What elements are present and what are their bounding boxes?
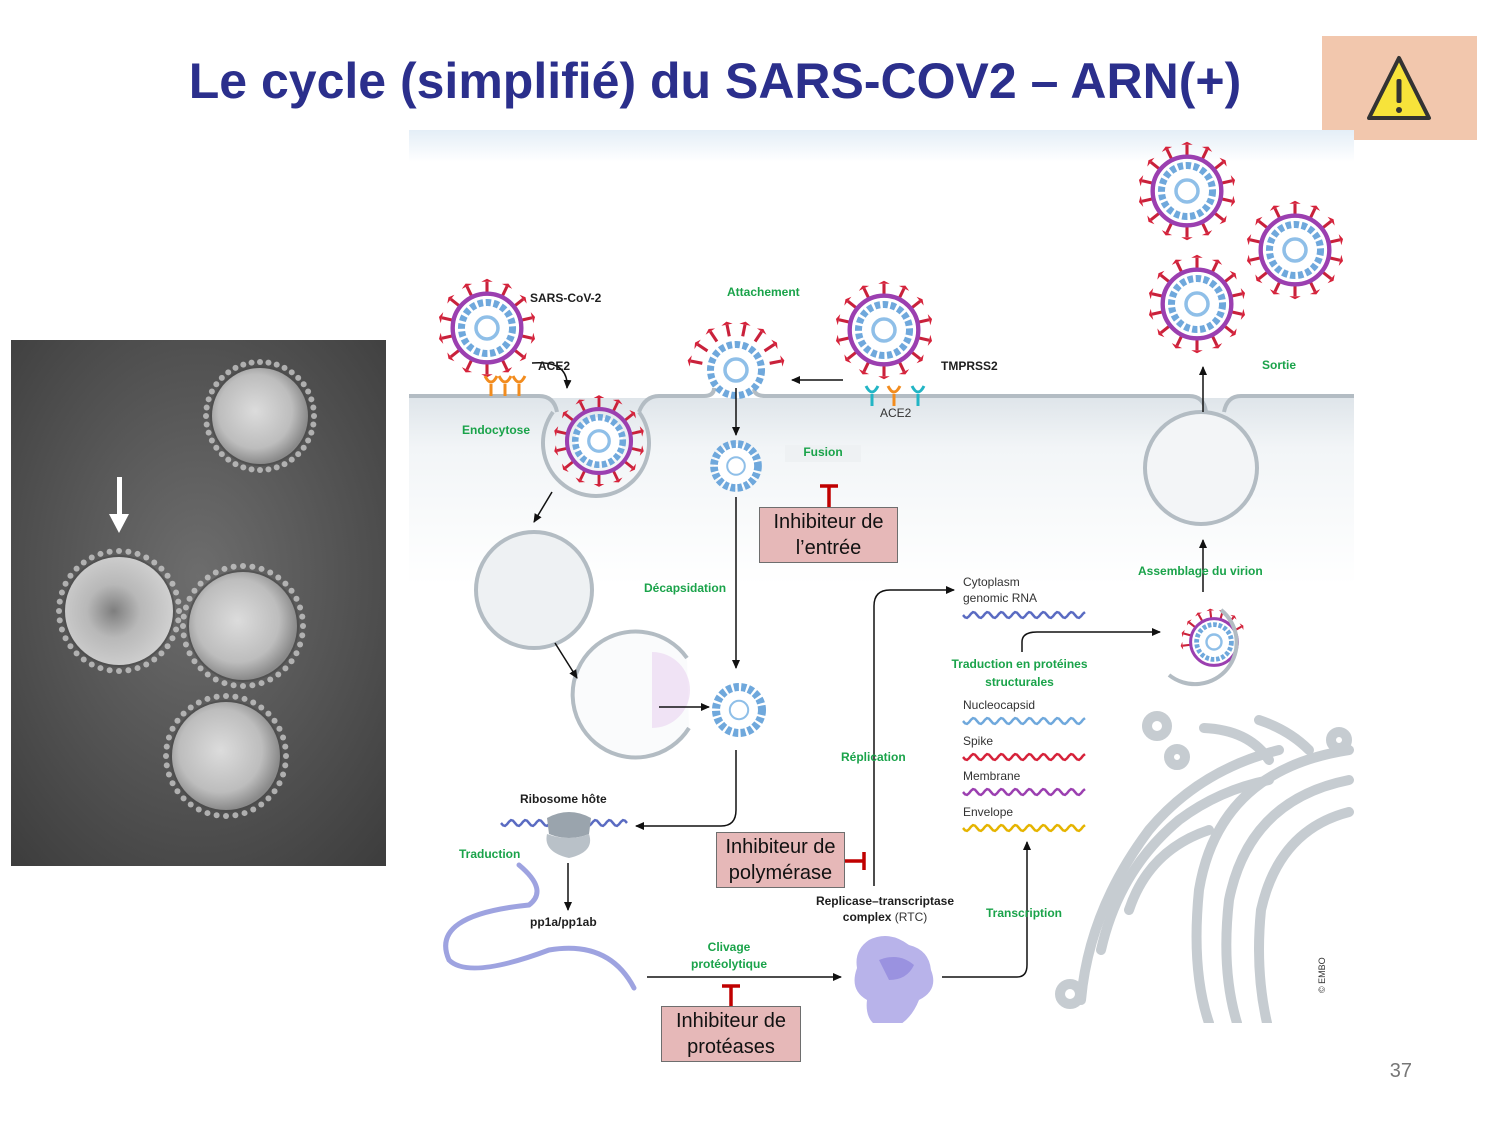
receptor-icon <box>511 375 527 396</box>
nucleocapsid-icon <box>710 440 762 492</box>
warning-triangle-icon <box>1367 56 1431 120</box>
attachement-label: Attachement <box>727 285 800 299</box>
membrane-label: Membrane <box>963 769 1021 783</box>
pp1a-label: pp1a/pp1ab <box>530 915 597 929</box>
embo-credit: © EMBO <box>1317 957 1327 993</box>
micrograph-virion <box>203 359 317 473</box>
rtc-complex-shape <box>854 936 934 1023</box>
spike-label: Spike <box>963 734 994 748</box>
receptor-icon <box>864 385 880 406</box>
sars-cov-2-label: SARS-CoV-2 <box>530 291 602 305</box>
receptor-icon <box>497 375 513 396</box>
white-arrow-icon <box>109 477 129 533</box>
page-title: Le cycle (simplifié) du SARS-COV2 – ARN(… <box>188 53 1242 109</box>
inhibitor-entree-line-1: Inhibiteur de <box>773 511 884 533</box>
sortie-label: Sortie <box>1262 358 1297 372</box>
rtc-abbr: (RTC) <box>891 910 928 924</box>
nucleocapsid-label: Nucleocapsid <box>963 698 1036 712</box>
inhibitor-entree-box: Inhibiteur de l’entrée <box>759 507 898 563</box>
micrograph-virion <box>180 563 306 689</box>
ace2-left-label: ACE2 <box>538 359 571 373</box>
micrograph-virion <box>56 548 182 674</box>
virus-particle-icon <box>1138 141 1236 241</box>
warning-box <box>1322 36 1477 140</box>
viral-cycle-diagram: SARS-CoV-2 ACE2 TMPRSS2 ACE2 Attachement… <box>409 130 1354 1023</box>
virus-particle-icon <box>1148 254 1246 354</box>
rtc-label-1: Replicase–transcriptase <box>815 894 955 908</box>
assemblage-label: Assemblage du virion <box>1138 564 1263 578</box>
virus-particle-icon <box>835 280 933 380</box>
inhibitor-entree-line-2: l’entrée <box>795 537 862 559</box>
envelope-label: Envelope <box>963 805 1014 819</box>
inhibitor-proteases-box: Inhibiteur de protéases <box>661 1006 801 1062</box>
receptor-icon <box>483 375 499 396</box>
endocytose-label: Endocytose <box>462 423 531 437</box>
fusion-label: Fusion <box>785 445 861 462</box>
virus-particle-icon <box>1180 608 1244 667</box>
golgi-er-shape <box>1055 711 1354 1023</box>
virus-particle-icon <box>687 321 785 400</box>
virus-particle-icon <box>438 278 536 378</box>
electron-micrograph-image <box>11 340 386 866</box>
cytoplasm-label: Cytoplasm <box>963 575 1020 589</box>
transcription-label: Transcription <box>986 906 1063 920</box>
rtc-complex-word: complex <box>842 910 892 924</box>
inhibitor-proteases-line-1: Inhibiteur de <box>675 1010 787 1032</box>
inhibitor-proteases-line-2: protéases <box>687 1036 775 1058</box>
decapsidation-label: Décapsidation <box>644 581 727 595</box>
ribosome-shape <box>546 812 591 858</box>
replication-label: Réplication <box>841 750 906 764</box>
traduction-structurales-label-1: Traduction en protéines <box>951 657 1088 671</box>
diagram-graphics <box>409 130 1354 1023</box>
tmprss2-label: TMPRSS2 <box>941 359 998 373</box>
inhibitor-polymerase-box: Inhibiteur de polymérase <box>716 832 845 888</box>
ribosome-label: Ribosome hôte <box>520 792 607 806</box>
virus-particle-icon <box>1246 200 1344 300</box>
page-number: 37 <box>1389 1060 1412 1082</box>
ace2-right-label: ACE2 <box>880 406 912 420</box>
receptor-icon <box>886 385 902 406</box>
traduction-label: Traduction <box>459 847 521 861</box>
receptor-icon <box>910 385 926 406</box>
rtc-label-2: complex (RTC) <box>806 910 964 924</box>
inhibitor-polymerase-line-2: polymérase <box>728 862 833 884</box>
clivage-label-2: protéolytique <box>690 957 767 971</box>
clivage-label-1: Clivage <box>707 940 751 954</box>
traduction-structurales-label-2: structurales <box>985 675 1054 689</box>
micrograph-virion <box>163 693 289 819</box>
genomic-rna-label: genomic RNA <box>963 591 1038 605</box>
inhibitor-polymerase-line-1: Inhibiteur de <box>725 836 836 858</box>
nucleocapsid-icon <box>711 682 767 738</box>
virus-particle-icon <box>554 395 644 487</box>
